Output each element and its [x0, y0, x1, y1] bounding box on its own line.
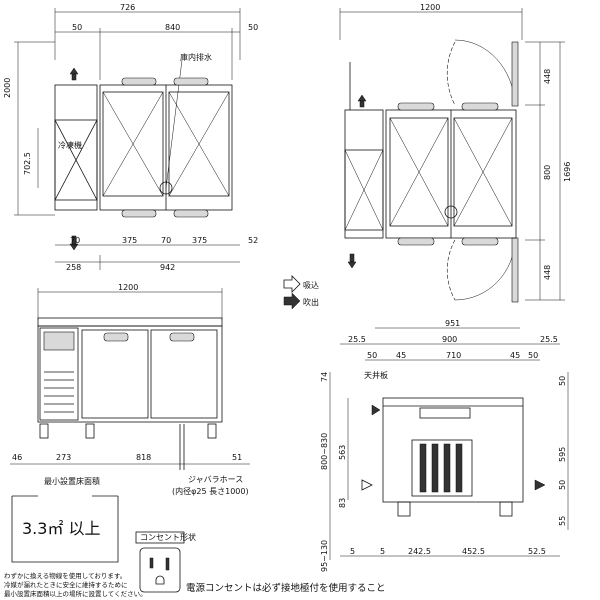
- front-elevation: 1200 46 273 818 51 ジャバラホース (内径φ25 長さ1000…: [10, 283, 250, 496]
- dim-1200-front: 1200: [118, 283, 138, 292]
- dim-1200-top: 1200: [420, 3, 440, 12]
- shelf-label: 天井板: [364, 370, 388, 380]
- dim-951: 951: [445, 319, 460, 328]
- dim-52-5: 52.5: [528, 547, 546, 556]
- airflow-legend: 吸込 吹出: [283, 275, 319, 310]
- dim-1696: 1696: [563, 162, 572, 182]
- min-install-area: 最小設置床面積 3.3㎡ 以上: [11, 476, 119, 563]
- dim-45b: 45: [510, 351, 520, 360]
- dim-50-left: 50: [72, 23, 82, 32]
- dim-51: 51: [232, 453, 242, 462]
- arrow-up-icon: [69, 67, 79, 75]
- label-evaporator: 冷凍機: [58, 140, 82, 150]
- dim-r50a: 50: [558, 376, 567, 386]
- side-elevation: 951 25.5 900 25.5 50 45 710 45 50 天井板 74…: [320, 319, 569, 572]
- power-notice: 電源コンセントは必ず接地極付を使用すること: [186, 582, 386, 594]
- outlet-title: コンセント形状: [140, 532, 196, 542]
- outlet-icon: [139, 547, 181, 593]
- dim-273: 273: [56, 453, 71, 462]
- dim-800: 800: [543, 165, 552, 180]
- dim-70b: 70: [161, 236, 171, 245]
- dim-50a: 50: [367, 351, 377, 360]
- label-drain: 庫内排水: [180, 52, 212, 62]
- side-intake-icon: [371, 404, 381, 416]
- min-area-value: 3.3㎡ 以上: [22, 519, 101, 538]
- dim-595: 595: [558, 447, 567, 462]
- dim-50b: 50: [528, 351, 538, 360]
- dim-258: 258: [66, 263, 81, 272]
- side-intake-icon-2: [361, 479, 373, 491]
- plan-view-left: 726 50 840 50 2000 702.5 冷凍機: [3, 3, 258, 272]
- legend-intake: 吸込: [303, 281, 319, 290]
- dim-448b: 448: [543, 265, 552, 280]
- dim-2000: 2000: [3, 78, 12, 98]
- hose-label: ジャバラホース: [188, 475, 243, 484]
- dim-375a: 375: [122, 236, 137, 245]
- dim-375b: 375: [192, 236, 207, 245]
- dim-563: 563: [338, 445, 347, 460]
- intake-arrow-icon: [283, 275, 301, 293]
- dim-5b: 5: [380, 547, 385, 556]
- drain-icon: [159, 181, 173, 195]
- plan-view-right: 1200 448 800 1696 448: [339, 3, 572, 303]
- arrow-down-icon-2: [347, 261, 357, 269]
- dim-942: 942: [160, 263, 175, 272]
- door-handle-left: [103, 332, 129, 342]
- dim-452-5: 452.5: [462, 547, 485, 556]
- door-handle-right: [169, 332, 195, 342]
- condenser-fins: [419, 443, 463, 493]
- dim-52: 52: [248, 236, 258, 245]
- exhaust-arrow-icon: [283, 292, 301, 310]
- arrow-up-icon-2: [357, 94, 367, 102]
- dim-800-830: 800~830: [320, 433, 329, 470]
- dim-818: 818: [136, 453, 151, 462]
- dim-45a: 45: [396, 351, 406, 360]
- note-line-1: わずかに換える物線を使用しております。: [4, 571, 126, 580]
- vent-grille: [44, 371, 74, 413]
- note-line-3: 最小設置床面積以上の場所に設置してください。: [4, 589, 147, 598]
- dim-55: 55: [558, 516, 567, 526]
- dim-70a: 70: [70, 236, 80, 245]
- dim-710: 710: [446, 351, 461, 360]
- side-exhaust-icon: [534, 479, 546, 491]
- dim-25-5b: 25.5: [540, 335, 558, 344]
- dim-900: 900: [442, 335, 457, 344]
- dim-726: 726: [120, 3, 135, 12]
- outlet-shape: コンセント形状: [135, 531, 196, 593]
- hose-spec: (内径φ25 長さ1000): [172, 486, 249, 496]
- dim-702-5: 702.5: [23, 152, 32, 175]
- dim-83: 83: [338, 498, 347, 508]
- legend-exhaust: 吹出: [303, 297, 319, 307]
- dim-25-5a: 25.5: [348, 335, 366, 344]
- dim-5a: 5: [350, 547, 355, 556]
- dim-242-5: 242.5: [408, 547, 431, 556]
- note-line-2: 冷媒が漏れたときに安全に維持するために: [4, 580, 128, 589]
- dim-840: 840: [165, 23, 180, 32]
- dim-r50b: 50: [558, 480, 567, 490]
- dim-46: 46: [12, 453, 22, 462]
- dim-448a: 448: [543, 69, 552, 84]
- dim-50-right: 50: [248, 23, 258, 32]
- min-area-title: 最小設置床面積: [44, 476, 100, 486]
- drain-icon-2: [444, 205, 458, 219]
- dim-95-130: 95~130: [320, 540, 329, 572]
- notes: わずかに換える物線を使用しております。 冷媒が漏れたときに安全に維持するために …: [4, 571, 386, 598]
- dim-74: 74: [320, 372, 329, 382]
